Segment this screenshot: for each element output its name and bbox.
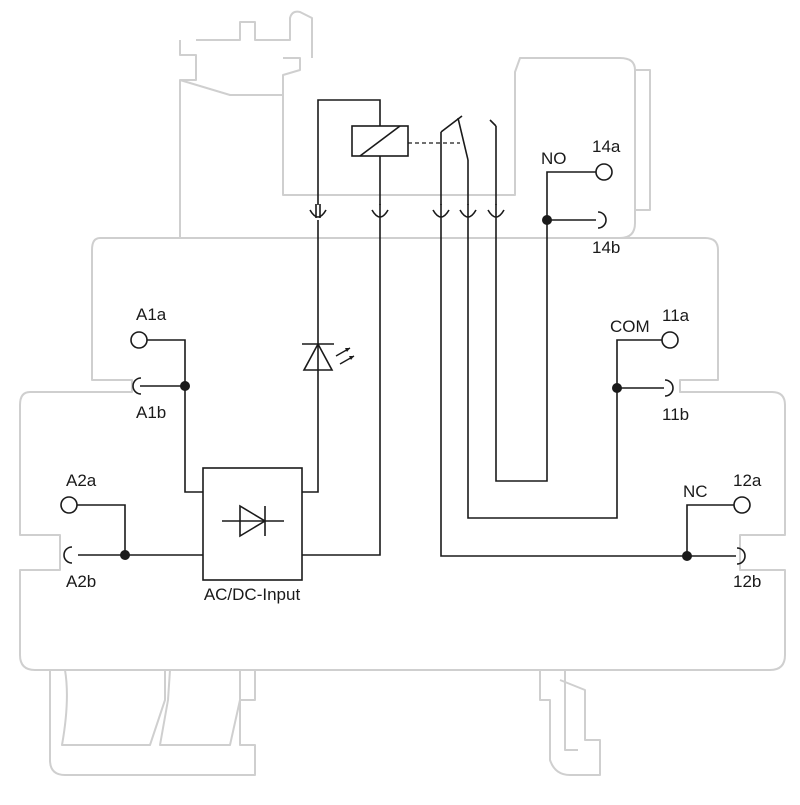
terminal-11a-label: 11a <box>662 306 690 325</box>
led-indicator-icon <box>302 342 355 371</box>
relay-coil <box>317 99 460 205</box>
socket-pins <box>309 204 505 220</box>
terminal-a1a-label: A1a <box>136 305 167 324</box>
contact-wiring <box>440 171 736 561</box>
relay-contact <box>440 115 497 205</box>
terminal-12a-label: 12a <box>733 471 762 490</box>
terminal-14b-clamp[interactable] <box>597 211 607 229</box>
terminal-12a-screw[interactable] <box>733 496 751 514</box>
contact-com-label: COM <box>610 317 650 336</box>
input-rectifier-block <box>202 467 303 581</box>
terminal-a2a-label: A2a <box>66 471 97 490</box>
terminal-14b-label: 14b <box>592 238 620 257</box>
terminal-12b-clamp[interactable] <box>736 547 746 565</box>
input-block-label: AC/DC-Input <box>204 585 301 604</box>
contact-nc-label: NC <box>683 482 708 501</box>
socket-pin-4 <box>459 204 477 220</box>
socket-pin-1 <box>309 204 327 218</box>
terminal-a2b-label: A2b <box>66 572 96 591</box>
terminal-11a-screw[interactable] <box>661 331 679 349</box>
contact-no-label: NO <box>541 149 567 168</box>
terminal-14a-label: 14a <box>592 137 621 156</box>
terminal-11b-label: 11b <box>662 405 689 424</box>
a1-wiring <box>140 339 203 493</box>
terminal-a2a-screw[interactable] <box>60 496 78 514</box>
socket-pin-5 <box>487 204 505 220</box>
terminal-11b-clamp[interactable] <box>664 379 674 397</box>
terminal-14a-screw[interactable] <box>595 163 613 181</box>
socket-pin-3 <box>432 204 450 220</box>
housing-outline <box>19 10 786 776</box>
terminal-a1a-screw[interactable] <box>130 331 148 349</box>
terminal-a2b-clamp[interactable] <box>63 546 73 564</box>
terminal-a1b-label: A1b <box>136 403 166 422</box>
socket-pin-2 <box>371 204 389 220</box>
a2-wiring <box>77 504 203 560</box>
coil-wiring <box>302 220 381 556</box>
terminal-12b-label: 12b <box>733 572 761 591</box>
terminal-a1b-clamp[interactable] <box>132 377 142 395</box>
